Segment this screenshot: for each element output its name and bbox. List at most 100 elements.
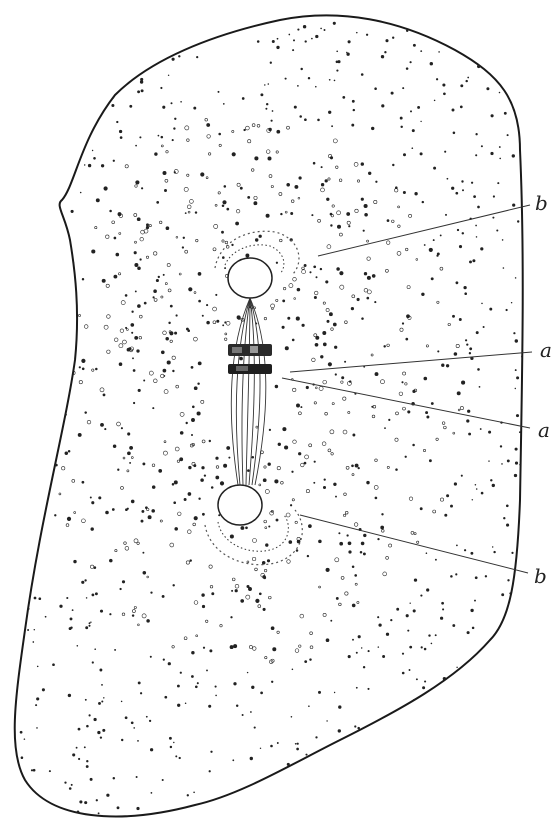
stipple-dot (351, 811, 353, 813)
stipple-dot (295, 743, 297, 745)
stipple-dot (202, 513, 205, 516)
stipple-dot (12, 277, 14, 279)
stipple-dot (9, 482, 11, 484)
stipple-dot (41, 365, 44, 368)
stipple-dot (411, 147, 413, 149)
stipple-dot (499, 92, 501, 94)
stipple-dot (410, 61, 412, 63)
stipple-dot (516, 376, 519, 379)
stipple-dot (186, 328, 189, 331)
stipple-dot (495, 25, 498, 28)
stipple-dot (309, 658, 311, 660)
stipple-dot (496, 654, 499, 657)
stipple-dot (355, 464, 359, 468)
stipple-dot (260, 692, 263, 695)
stipple-dot (506, 504, 509, 507)
stipple-dot (251, 686, 254, 689)
stipple-dot (226, 208, 229, 211)
stipple-dot (223, 103, 225, 105)
stipple-dot (515, 78, 518, 81)
stipple-dot (136, 349, 139, 352)
stipple-dot (195, 211, 197, 213)
stipple-dot (320, 355, 323, 358)
stipple-dot (206, 669, 208, 671)
stipple-dot (85, 626, 88, 629)
stipple-dot (34, 123, 36, 125)
stipple-dot (278, 443, 281, 446)
stipple-dot (78, 433, 82, 437)
stipple-dot (71, 784, 73, 786)
stipple-dot (519, 71, 521, 73)
stipple-dot (443, 709, 445, 711)
stipple-dot (59, 166, 61, 168)
stipple-dot (402, 672, 405, 675)
stipple-dot (450, 575, 453, 578)
stipple-dot (208, 705, 211, 708)
stipple-dot (296, 317, 300, 321)
stipple-dot (302, 324, 305, 327)
stipple-dot (215, 695, 217, 697)
stipple-dot (413, 800, 416, 803)
stipple-dot (518, 755, 521, 758)
stipple-dot (471, 182, 473, 184)
stipple-dot (18, 68, 21, 71)
stipple-dot (27, 629, 29, 631)
stipple-dot (496, 229, 498, 231)
stipple-dot (368, 650, 370, 652)
stipple-dot (392, 37, 394, 39)
stipple-dot (481, 145, 483, 147)
stipple-dot (17, 178, 20, 181)
stipple-dot (177, 13, 178, 14)
stipple-dot (95, 368, 98, 371)
stipple-dot (127, 451, 131, 455)
stipple-dot (135, 145, 137, 147)
stipple-dot (460, 84, 463, 87)
stipple-dot (60, 332, 62, 334)
stipple-dot (272, 110, 274, 112)
stipple-dot (248, 587, 252, 591)
stipple-dot (58, 91, 60, 93)
stipple-dot (76, 747, 78, 749)
stipple-dot (86, 765, 89, 768)
stipple-dot (300, 793, 302, 795)
stipple-dot (308, 705, 310, 707)
stipple-dot (374, 301, 376, 303)
stipple-dot (53, 145, 56, 148)
stipple-dot (292, 669, 294, 671)
stipple-dot (344, 797, 346, 799)
stipple-dot (488, 431, 491, 434)
stipple-dot (491, 665, 493, 667)
stipple-dot (171, 36, 173, 38)
stipple-dot (511, 552, 513, 554)
stipple-dot (216, 30, 217, 31)
stipple-dot (172, 139, 174, 141)
stipple-dot (191, 418, 195, 422)
stipple-dot (500, 445, 502, 447)
stipple-dot (515, 448, 518, 451)
stipple-dot (440, 617, 443, 620)
stipple-dot (396, 608, 399, 611)
stipple-dot (416, 678, 418, 680)
stipple-dot (141, 520, 144, 523)
stipple-dot (130, 323, 134, 327)
stipple-dot (93, 87, 96, 90)
stipple-dot (88, 625, 90, 627)
stipple-dot (482, 736, 484, 738)
stipple-dot (146, 716, 148, 718)
stipple-dot (303, 25, 306, 28)
stipple-dot (488, 460, 489, 461)
stipple-dot (247, 469, 250, 472)
stipple-dot (198, 272, 202, 276)
stipple-dot (429, 811, 432, 814)
stipple-dot (503, 668, 506, 671)
stipple-dot (150, 591, 152, 593)
stipple-dot (361, 542, 365, 546)
stipple-dot (193, 107, 196, 110)
stipple-dot (352, 434, 355, 437)
stipple-dot (414, 578, 417, 581)
stipple-dot (57, 158, 60, 161)
stipple-dot (476, 331, 479, 334)
stipple-dot (402, 653, 404, 655)
stipple-dot (318, 540, 322, 544)
stipple-dot (78, 728, 81, 731)
